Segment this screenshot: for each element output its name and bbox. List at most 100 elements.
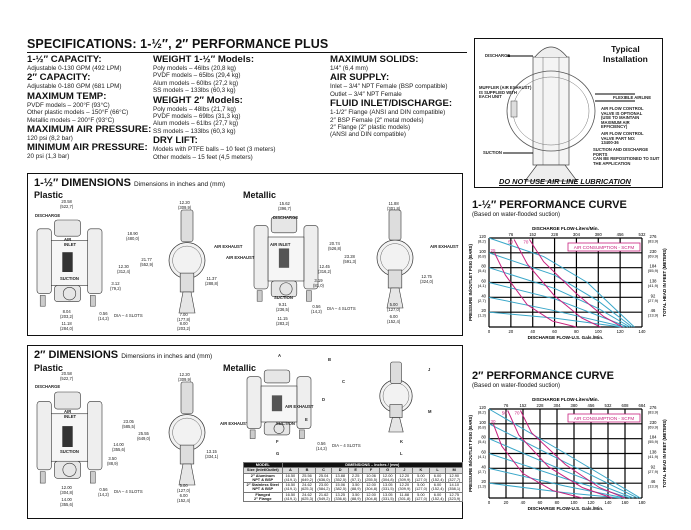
spec-heading: MAXIMUM SOLIDS: — [330, 54, 419, 65]
y2-tick-label: 184 — [650, 264, 658, 269]
x2-tick-label: 304 — [554, 403, 562, 408]
dim-letter: C — [342, 379, 346, 384]
spec-line: 2″ Flange (2″ plastic models) — [330, 124, 411, 132]
pump-front-view-drawing — [36, 219, 103, 307]
pump-side-view-drawing — [168, 381, 206, 486]
x2-tick-label: 228 — [551, 232, 559, 237]
table-cell: 3.50 (88,9) — [347, 482, 364, 493]
spec-line: SS models – 133lbs (60,3 kg) — [153, 127, 236, 135]
dim-letter: D — [322, 397, 326, 402]
x-tick-label: 20 — [504, 500, 509, 505]
spec-line: 1/4″ (6,4 mm) — [330, 65, 368, 72]
spec-line: Other plastic models – 150°F (66°C) — [27, 109, 129, 117]
x-tick-label: 20 — [509, 329, 514, 334]
dim-letter: A — [278, 353, 282, 358]
y2-tick-label: (27,9) — [648, 469, 659, 474]
y2-tick-label: 92 — [651, 293, 656, 298]
y2-tick-label: 46 — [651, 479, 656, 484]
air-curve-label: 25 — [491, 248, 497, 253]
air-exhaust-label: AIR EXHAUST — [220, 421, 249, 426]
table-column-header: M — [445, 467, 463, 474]
air-consumption-curve — [529, 239, 623, 328]
x2-axis-label: DISCHARGE FLOW-Liters/Min. — [532, 226, 599, 231]
y2-tick-label: 230 — [650, 249, 658, 254]
y-tick-label: 80 — [481, 264, 486, 269]
pressure-curve — [488, 311, 622, 328]
dim-height: 18.90 (480,0) — [126, 231, 140, 241]
x2-tick-label: 380 — [595, 232, 603, 237]
air-consumption-curve — [513, 239, 601, 328]
plastic-heading: Plastic — [34, 363, 64, 373]
metallic-heading: Metallic — [223, 363, 257, 373]
dim-height: 3.50 (88,9) — [107, 456, 118, 466]
dim-letter: L — [400, 451, 403, 456]
suction-label: SUCTION — [276, 421, 295, 426]
x-tick-label: 40 — [521, 500, 526, 505]
dim-slots: 0.56 (14,2) — [311, 304, 322, 314]
dim-slots: 0.56 (14,2) — [98, 311, 109, 321]
pump-front-view-drawing — [36, 391, 103, 484]
title-rule — [27, 52, 467, 53]
spec-line: SS models – 133lbs (60,3 kg) — [153, 87, 236, 95]
specs-col-1: 1-½″ CAPACITY:Adjustable 0-130 GPM (492 … — [27, 54, 157, 161]
dim-height: 12.75 (324,0) — [420, 274, 434, 284]
spec-line: Adjustable 0-130 GPM (492 LPM) — [27, 65, 122, 72]
y-tick-label: (5,4) — [478, 439, 487, 444]
specs-col-2: WEIGHT 1-½″ Models:Poly models – 46lbs (… — [153, 54, 323, 161]
chart-2-subtitle: (Based on water-flooded suction) — [472, 383, 561, 389]
dim-slots: 0.56 (14,2) — [316, 441, 327, 451]
spec-line: 20 psi (1,3 bar) — [27, 153, 70, 161]
dim-letter: J — [428, 367, 431, 372]
dim-width: 11.15 (283,2) — [276, 316, 290, 326]
dim-width: 5.00 (127,0) — [177, 483, 191, 493]
dim-slots: DIA – 4 SLOTS — [114, 313, 143, 318]
table-cell: 16.50 (419,1) — [281, 482, 300, 493]
x-axis-label: DISCHARGE FLOW-U.S. Gals./Min. — [528, 506, 604, 511]
y2-tick-label: 184 — [650, 435, 658, 440]
discharge-label: DISCHARGE — [35, 213, 61, 218]
y-tick-label: 60 — [481, 279, 486, 284]
legend-label: AIR CONSUMPTION - SCFM — [574, 245, 635, 250]
y2-tick-label: (13,9) — [648, 484, 659, 489]
x-tick-label: 80 — [574, 329, 579, 334]
dim-width: 11.88 (301,8) — [387, 201, 401, 211]
installation-pump-drawing — [503, 46, 635, 182]
dim-letter: K — [400, 439, 404, 444]
spec-heading: WEIGHT 1-½″ Models: — [153, 54, 255, 65]
x-tick-label: 180 — [639, 500, 647, 505]
y-tick-label: (4,1) — [478, 283, 487, 288]
x-axis-label: DISCHARGE FLOW-U.S. Gals./Min. — [528, 335, 604, 340]
y2-axis-label: TOTAL HEAD IN FEET (METERS) — [662, 419, 667, 488]
pump-side-view-drawing — [379, 361, 413, 433]
y-tick-label: 120 — [479, 234, 487, 239]
y-tick-label: (6,8) — [478, 253, 487, 258]
x-tick-label: 40 — [530, 329, 535, 334]
dimensions-1-5-panel: 1-½″ DIMENSIONS Dimensions in inches and… — [27, 173, 463, 336]
dim-width: 15.62 (396,7) — [278, 201, 292, 211]
y-tick-label: 100 — [479, 249, 487, 254]
table-cell: 15.06 (382,5) — [331, 482, 349, 493]
pressure-curve — [488, 282, 628, 328]
x2-tick-label: 456 — [588, 403, 596, 408]
air-curve-label: 50 — [502, 411, 508, 416]
spec-heading: MAXIMUM TEMP: — [27, 90, 107, 102]
x2-tick-label: 228 — [537, 403, 545, 408]
dim-height: 21.77 (552,9) — [140, 257, 154, 267]
y-tick-label: 100 — [479, 420, 487, 425]
dim-letter: G — [276, 451, 280, 456]
table-cell: 12.00 (304,8) — [362, 482, 380, 493]
spec-line: Poly models – 48lbs (21,7 kg) — [153, 105, 236, 113]
air-consumption-curve — [520, 410, 626, 499]
x2-tick-label: 532 — [605, 403, 613, 408]
y2-tick-label: 276 — [650, 405, 658, 410]
dim-width: 20.58 (522,7) — [60, 199, 74, 209]
table-cell: 5.00 (127,0) — [412, 491, 430, 503]
y-axis-label: PRESSURE IN/OUTLET PSIG (BARS) — [468, 244, 473, 321]
spec-heading: 2″ CAPACITY: — [27, 72, 91, 84]
air-consumption-curve — [507, 410, 613, 499]
y2-tick-label: 230 — [650, 420, 658, 425]
dim-letter: F — [276, 439, 279, 444]
dim-slots: DIA – 4 SLOTS — [114, 489, 143, 494]
spec-line: Other models – 15 feet (4,5 meters) — [153, 153, 253, 161]
